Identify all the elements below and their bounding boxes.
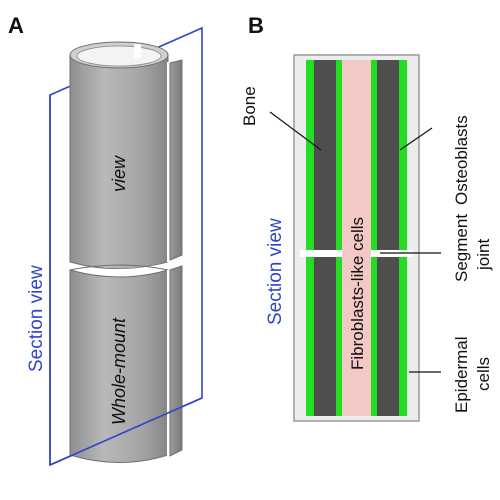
- fibroblast-region: [342, 60, 371, 250]
- section-plane-front-edge: [49, 397, 203, 466]
- epidermal-label-line1: Epidermal: [452, 336, 471, 413]
- panel-a-label: A: [8, 13, 24, 38]
- bone-band: [377, 257, 399, 416]
- segment-joint-label-line2: joint: [474, 239, 493, 271]
- osteoblast-band: [399, 60, 407, 250]
- osteoblast-band: [371, 60, 377, 250]
- joint-gap: [68, 258, 184, 278]
- lower-cylinder-segment: [69, 264, 183, 463]
- fibroblast-label: Fibroblasts-like cells: [348, 217, 367, 370]
- panel-b: B Fibroblasts-like cells: [240, 13, 493, 422]
- tissue-upper: [306, 60, 407, 250]
- bone-band: [377, 60, 399, 250]
- panel-a: A Section view vie: [8, 13, 203, 467]
- bone-band: [314, 60, 336, 250]
- bone-label: Bone: [240, 86, 259, 126]
- bone-leader-line: [269, 111, 322, 151]
- section-plane-label: Section view: [26, 265, 47, 372]
- segment-joint-label-line1: Segment: [452, 214, 471, 282]
- osteoblast-band: [399, 257, 407, 416]
- osteoblasts-leader-line: [399, 127, 433, 151]
- section-view-label: Section view: [265, 218, 286, 325]
- epidermal-label-line2: cells: [474, 357, 493, 391]
- osteoblast-band: [371, 257, 377, 416]
- osteoblast-band: [306, 60, 314, 250]
- fibroblast-region: [342, 257, 371, 416]
- osteoblasts-label: Osteoblasts: [452, 115, 471, 205]
- panel-b-label: B: [248, 13, 264, 38]
- osteoblast-band: [336, 257, 342, 416]
- tissue-lower: [306, 257, 407, 416]
- lower-segment-label: Whole-mount: [109, 317, 129, 425]
- osteoblast-band: [306, 257, 314, 416]
- bone-band: [314, 257, 336, 416]
- upper-cylinder-segment: [69, 41, 183, 270]
- osteoblast-band: [336, 60, 342, 250]
- joint-fibroblast-bridge: [342, 248, 371, 259]
- upper-segment-label: view: [109, 155, 129, 192]
